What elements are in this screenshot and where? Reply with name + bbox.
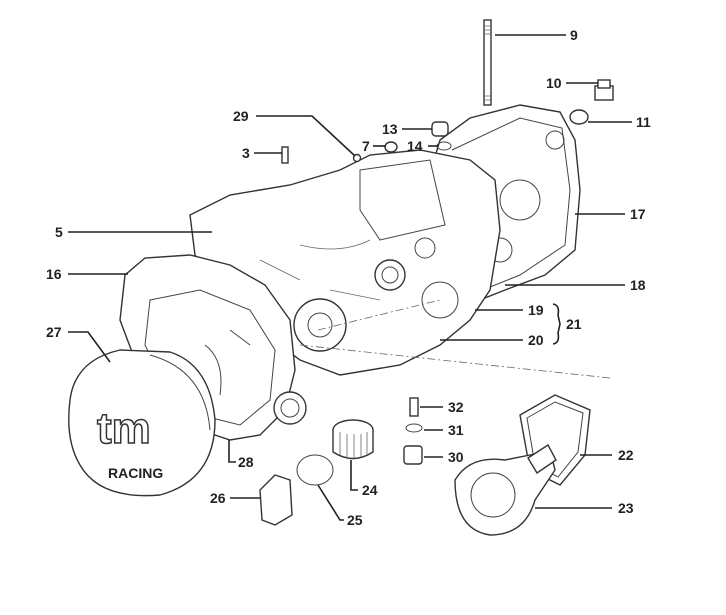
label-23: 23: [618, 500, 634, 516]
label-7: 7: [362, 138, 370, 154]
label-16: 16: [46, 266, 62, 282]
label-11: 11: [636, 114, 651, 130]
ignition-cover-27: tm RACING: [68, 349, 216, 497]
label-31: 31: [448, 422, 464, 438]
part-labels: 9 10 11 29 13 7 14 3 17 5 16 18 19 21 20…: [46, 27, 651, 528]
label-20: 20: [528, 332, 544, 348]
label-24: 24: [362, 482, 378, 498]
label-17: 17: [630, 206, 646, 222]
label-9: 9: [570, 27, 578, 43]
label-13: 13: [382, 121, 398, 137]
bush-13: [431, 121, 449, 137]
logo-racing: RACING: [108, 465, 163, 481]
label-10: 10: [546, 75, 562, 91]
leader-lines: [68, 34, 632, 521]
screw-3: [281, 146, 289, 164]
oil-filter-24: [332, 419, 374, 460]
label-19: 19: [528, 302, 544, 318]
label-18: 18: [630, 277, 646, 293]
water-pump-cover-23: [454, 443, 557, 536]
washer-11: [569, 109, 589, 125]
label-27: 27: [46, 324, 62, 340]
label-14: 14: [407, 138, 423, 154]
pin-29: [352, 153, 362, 163]
oring-25: [296, 454, 334, 486]
label-5: 5: [55, 224, 63, 240]
logo-tm: tm: [97, 404, 151, 453]
label-21: 21: [566, 316, 582, 332]
label-22: 22: [618, 447, 634, 463]
plug-30: [403, 445, 423, 465]
label-26: 26: [210, 490, 226, 506]
label-28: 28: [238, 454, 254, 470]
label-3: 3: [242, 145, 250, 161]
drain-plug-10-head: [597, 79, 611, 89]
washer-31: [405, 423, 423, 433]
label-29: 29: [233, 108, 249, 124]
stud-9: [483, 19, 492, 106]
label-32: 32: [448, 399, 464, 415]
pin-32: [409, 397, 419, 417]
dowel-7: [384, 141, 398, 153]
pump-26: [259, 474, 293, 526]
label-30: 30: [448, 449, 464, 465]
label-25: 25: [347, 512, 363, 528]
